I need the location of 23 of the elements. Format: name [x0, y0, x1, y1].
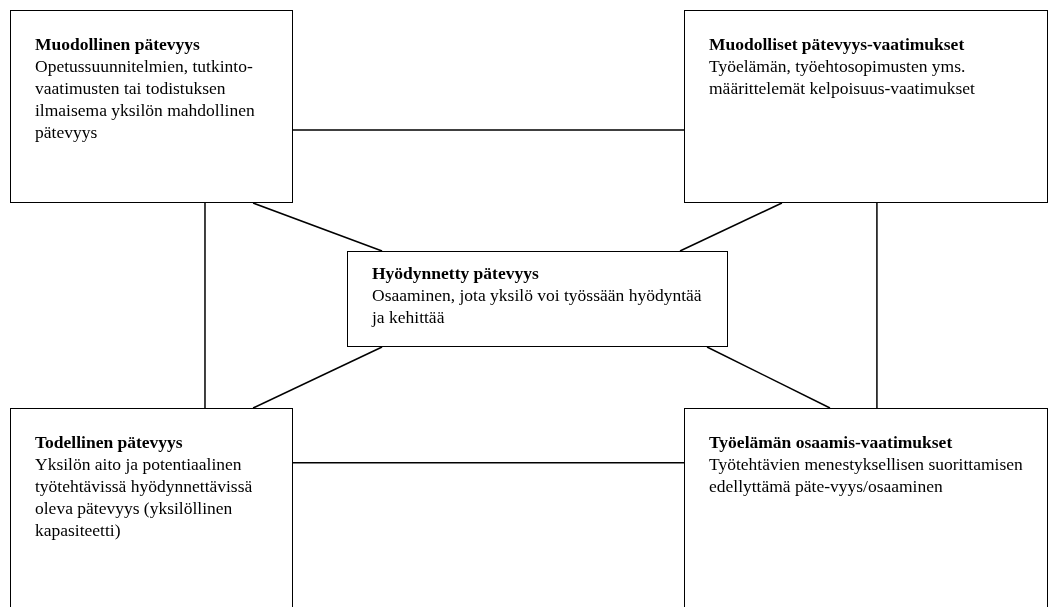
box-description: Yksilön aito ja potentiaalinen työtehtävissä hyödynnettävissä oleva pätevyys (yksilöllinen kapasiteetti): [35, 453, 254, 541]
connector-line: [679, 202, 783, 252]
connector-line: [252, 346, 383, 409]
connector-line: [204, 202, 206, 409]
text-box: [684, 408, 1048, 607]
text-box: [684, 10, 1048, 203]
box-heading: Todellinen pätevyys: [35, 431, 184, 453]
box-heading: Muodollinen pätevyys: [35, 33, 201, 55]
box-description: Työtehtävien menestyksellisen suorittamisen edellyttämä päte-vyys/osaaminen: [709, 453, 1024, 497]
box-heading: Hyödynnetty pätevyys: [372, 262, 540, 284]
connector-line: [706, 346, 831, 409]
connector-line: [292, 462, 685, 464]
connector-line: [876, 202, 878, 409]
text-box: [10, 10, 293, 203]
box-heading: Työelämän osaamis-vaatimukset: [709, 431, 954, 453]
box-description: Osaaminen, jota yksilö voi työssään hyödyntää ja kehittää: [372, 284, 703, 328]
text-box: [347, 251, 728, 347]
box-heading: Muodolliset pätevyys-vaatimukset: [709, 33, 966, 55]
box-description: Opetussuunnitelmien, tutkinto-vaatimusten tai todistuksen ilmaisema yksilön mahdollinen pätevyys: [35, 55, 256, 143]
text-box: [10, 408, 293, 607]
connector-line: [252, 202, 383, 252]
box-description: Työelämän, työehtosopimusten yms. määrittelemät kelpoisuus-vaatimukset: [709, 55, 976, 99]
connector-line: [292, 129, 685, 131]
